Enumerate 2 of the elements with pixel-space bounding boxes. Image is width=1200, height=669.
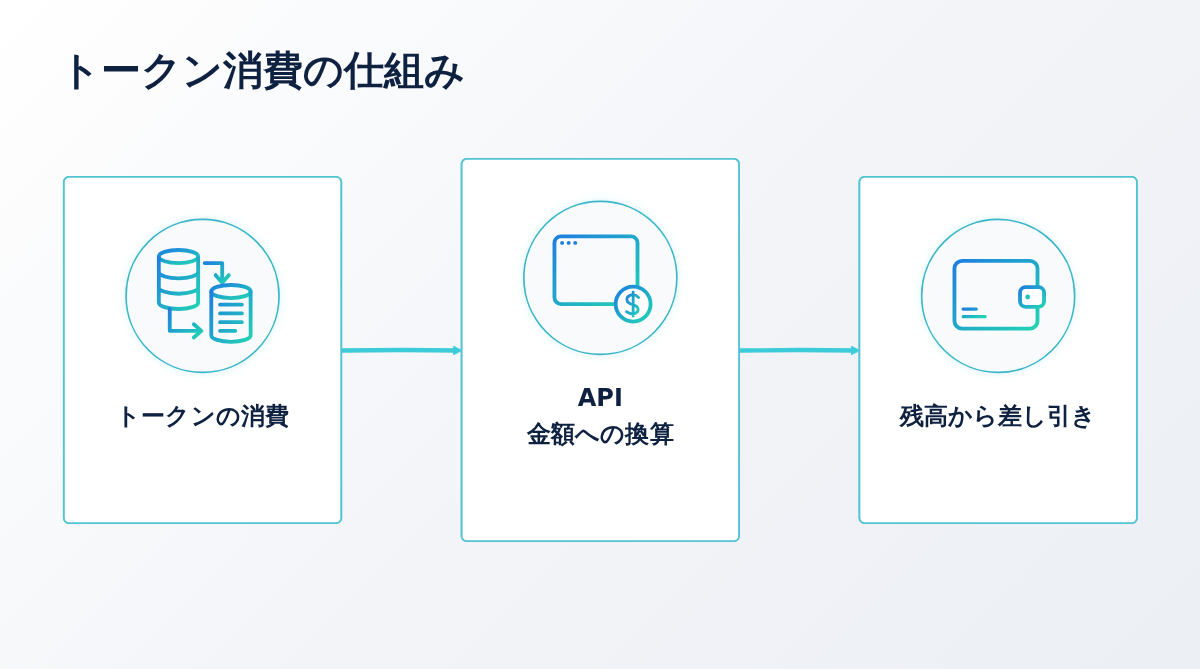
- title: トークン消費の仕組み: [60, 46, 465, 95]
- arrow: [739, 345, 860, 356]
